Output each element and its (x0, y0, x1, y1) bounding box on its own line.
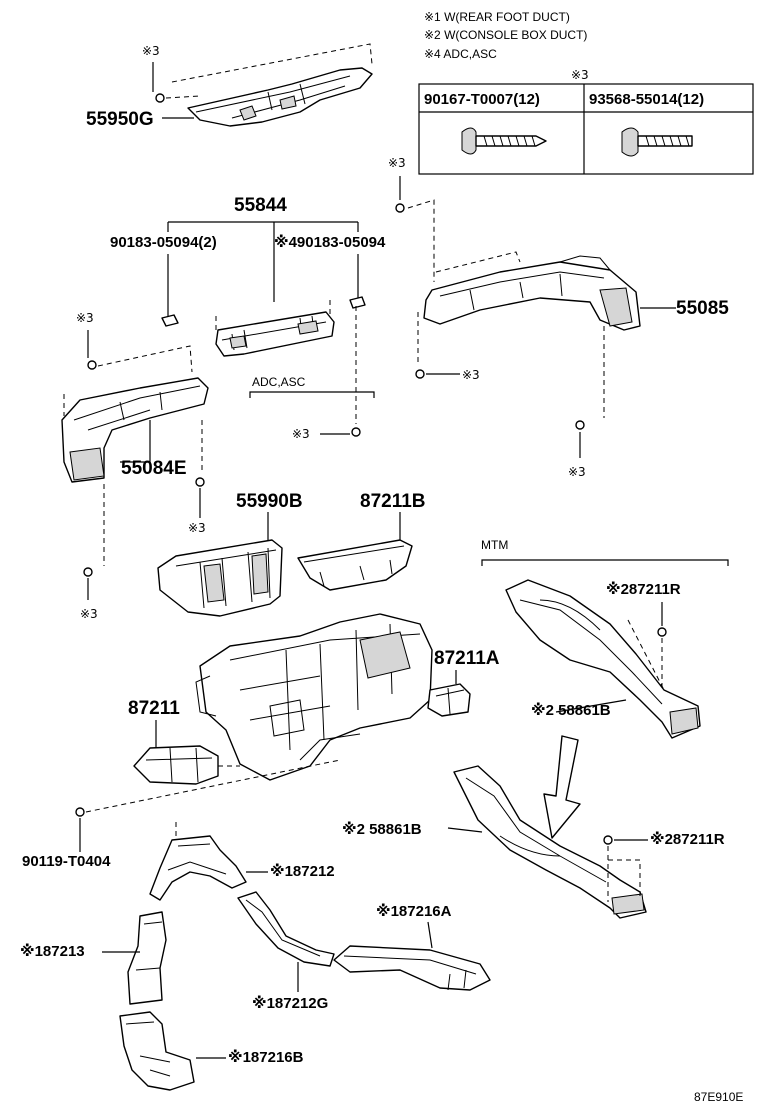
note-1: ※1 W(REAR FOOT DUCT) (424, 10, 570, 24)
mark3-55950G: ※3 (142, 44, 160, 58)
figure-code: 87E910E (694, 1090, 743, 1104)
mark3-adc: ※3 (292, 427, 310, 441)
part-87212 (149, 835, 247, 901)
screw-55085-top (395, 203, 405, 213)
label-55085: 55085 (676, 298, 729, 319)
label-58861B-top: ※2 58861B (531, 701, 611, 719)
label-87213: ※187213 (20, 942, 85, 960)
screw-55084E-top (87, 360, 97, 370)
clip-left (161, 314, 179, 327)
label-55084E: 55084E (121, 458, 187, 479)
screw-55084E-right (195, 477, 205, 487)
part-58861B-bottom (453, 765, 647, 919)
label-55990B: 55990B (236, 491, 303, 512)
part-87211A (427, 683, 471, 717)
mark3-55085-top: ※3 (388, 156, 406, 170)
table-col-2: 93568-55014(12) (589, 91, 704, 108)
note-4: ※4 ADC,ASC (424, 47, 497, 61)
part-55990B (157, 539, 283, 617)
label-87212G: ※187212G (252, 994, 328, 1012)
screw-icon (461, 127, 547, 155)
screw-87211R-bottom (603, 835, 613, 845)
mark3-55084E-right: ※3 (188, 521, 206, 535)
label-55844: 55844 (234, 195, 287, 216)
part-87216A (333, 945, 491, 991)
mark3-55085-bottom: ※3 (568, 465, 586, 479)
table-mark: ※3 (571, 68, 589, 82)
label-87211: 87211 (128, 698, 180, 719)
label-90119-T0404: 90119-T0404 (22, 853, 111, 870)
note-2: ※2 W(CONSOLE BOX DUCT) (424, 28, 587, 42)
part-87211B (297, 539, 413, 591)
part-55844 (215, 311, 335, 357)
label-adc-asc: ADC,ASC (252, 375, 306, 389)
heater-unit (195, 613, 433, 781)
label-90183-05094-2: 90183-05094(2) (110, 234, 217, 251)
screw-90119 (75, 807, 85, 817)
label-87212: ※187212 (270, 862, 335, 880)
part-58861B-top (505, 579, 701, 739)
fastener-table (418, 83, 754, 175)
screw-55950G (155, 93, 165, 103)
label-87211A: 87211A (434, 648, 500, 669)
label-87211R-top: ※287211R (606, 580, 681, 598)
table-col-1: 90167-T0007(12) (424, 91, 540, 108)
mark3-55085-mid: ※3 (462, 368, 480, 382)
label-87216A: ※187216A (376, 902, 452, 920)
part-87213 (127, 911, 167, 1005)
bolt-icon (621, 127, 693, 157)
part-55950G (187, 67, 373, 127)
part-87212G (237, 891, 335, 967)
arrow-down-icon (543, 735, 581, 839)
label-87211R-bottom: ※287211R (650, 830, 725, 848)
part-55084E (61, 377, 209, 483)
part-55085 (423, 255, 641, 331)
label-87211B: 87211B (360, 491, 426, 512)
screw-55084E-bottom (83, 567, 93, 577)
clip-right (349, 296, 366, 309)
mark3-55084E-top: ※3 (76, 311, 94, 325)
screw-55085-bottom (575, 420, 585, 430)
label-mtm: MTM (481, 538, 508, 552)
label-90183-05094: ※490183-05094 (274, 233, 386, 251)
mark3-55084E-bottom: ※3 (80, 607, 98, 621)
screw-adc (351, 427, 361, 437)
label-55950G: 55950G (86, 109, 154, 130)
screw-55085-mid (415, 369, 425, 379)
part-87216B (119, 1011, 195, 1091)
screw-87211R-top (657, 627, 667, 637)
label-87216B: ※187216B (228, 1048, 304, 1066)
label-58861B-bottom: ※2 58861B (342, 820, 422, 838)
part-87211 (133, 745, 219, 785)
